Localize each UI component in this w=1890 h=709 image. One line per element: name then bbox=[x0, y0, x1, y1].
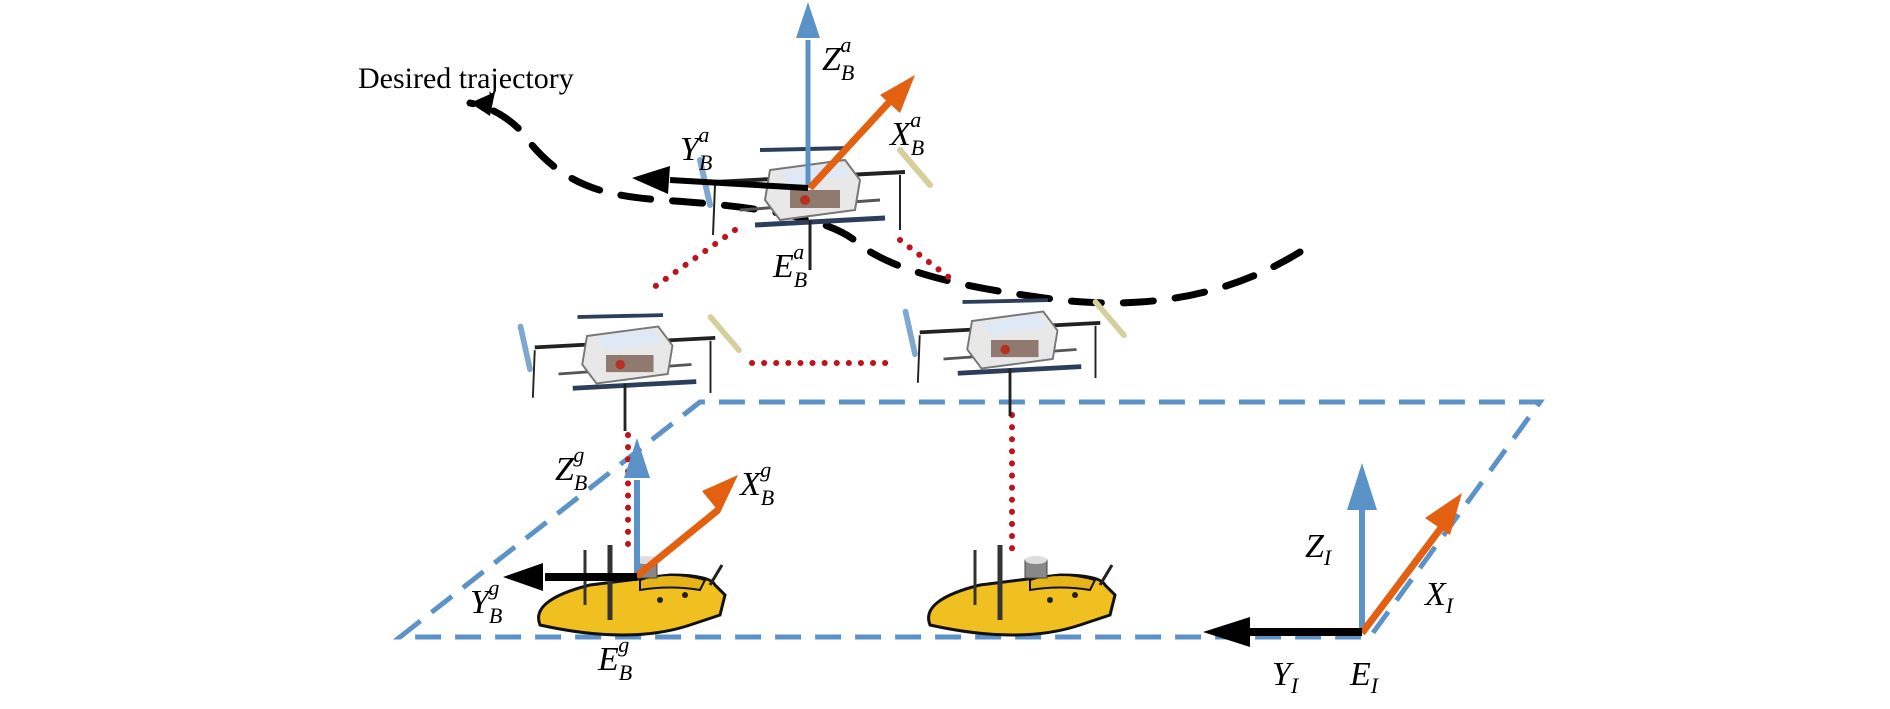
communication-links bbox=[625, 227, 1015, 558]
quadrotor-left-image bbox=[521, 315, 740, 431]
label-y-b-a: YBa bbox=[680, 122, 712, 175]
label-e-b-g: EBg bbox=[597, 632, 632, 685]
ground-z-arrowhead-icon bbox=[624, 438, 650, 478]
label-z-b-g: ZBg bbox=[555, 442, 587, 495]
ground-frame bbox=[503, 438, 738, 591]
label-z-i: ZI bbox=[1305, 528, 1333, 570]
usv-right-image bbox=[929, 545, 1115, 635]
usv-left-image bbox=[539, 545, 725, 635]
ground-plane bbox=[392, 399, 1545, 640]
aerial-x-arrowhead-icon bbox=[880, 75, 915, 113]
ground-y-arrowhead-icon bbox=[503, 563, 543, 591]
label-y-i: YI bbox=[1272, 656, 1300, 698]
ground-x-axis bbox=[634, 507, 721, 579]
inertial-x-axis bbox=[1359, 517, 1450, 636]
ground-x-arrowhead-icon bbox=[702, 475, 738, 513]
label-e-i: EI bbox=[1349, 656, 1380, 698]
aerial-frame bbox=[632, 2, 915, 194]
aerial-x-axis bbox=[807, 95, 896, 191]
label-x-b-g: XBg bbox=[738, 457, 774, 510]
label-x-b-a: XBa bbox=[888, 107, 924, 160]
quadrotor-right-image bbox=[906, 300, 1125, 416]
label-z-b-a: ZBa bbox=[822, 32, 854, 85]
aerial-z-arrowhead-icon bbox=[796, 2, 820, 38]
desired-trajectory-curve bbox=[466, 99, 1304, 307]
label-e-b-a: EBa bbox=[772, 239, 807, 292]
desired-trajectory-label: Desired trajectory bbox=[358, 62, 574, 95]
link-leader-right bbox=[897, 237, 958, 285]
inertial-frame bbox=[1203, 463, 1462, 647]
inertial-x-arrowhead-icon bbox=[1425, 493, 1462, 535]
trajectory-arrowhead-icon bbox=[470, 92, 495, 116]
aerial-y-arrowhead-icon bbox=[632, 166, 670, 194]
inertial-y-arrowhead-icon bbox=[1203, 617, 1250, 647]
inertial-z-arrowhead-icon bbox=[1347, 463, 1377, 510]
aerial-y-axis bbox=[669, 177, 809, 191]
label-y-b-g: YBg bbox=[470, 575, 502, 628]
label-x-i: XI bbox=[1423, 576, 1455, 618]
link-leader-left bbox=[647, 227, 738, 293]
